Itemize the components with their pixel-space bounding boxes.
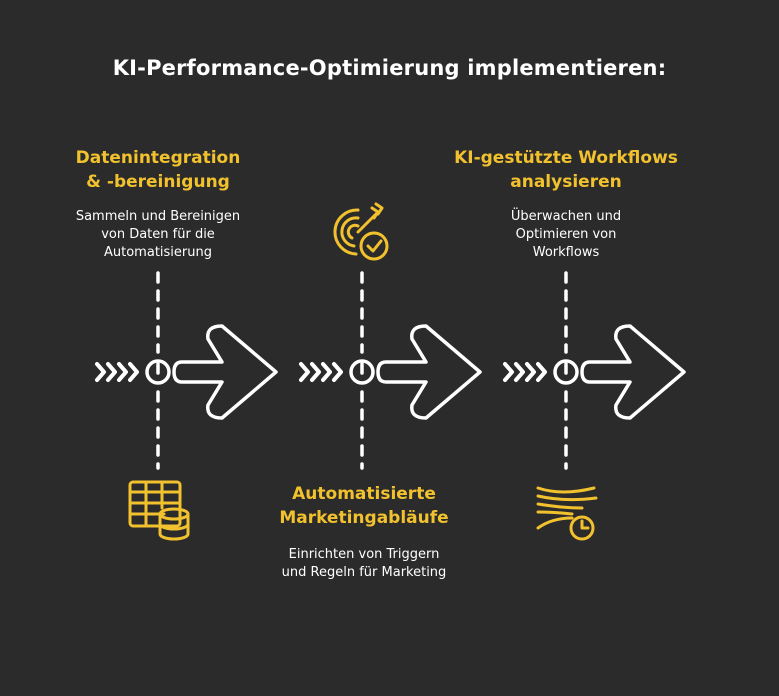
step-1-title-line-2: & -bereinigung bbox=[86, 172, 230, 192]
step-2-title-line-2: Marketingabläufe bbox=[279, 508, 449, 528]
flow-clock-icon bbox=[536, 486, 598, 541]
step-1-chevrons bbox=[95, 362, 139, 382]
target-check-icon bbox=[333, 202, 389, 261]
step-2-desc-line-1: Einrichten von Triggern bbox=[288, 547, 440, 562]
step-3-title-line-2: analysieren bbox=[510, 172, 622, 192]
step-3-node bbox=[553, 359, 579, 385]
step-1-title: Datenintegration & -bereinigung bbox=[42, 146, 274, 194]
step-1-description: Sammeln und Bereinigen von Daten für die… bbox=[42, 208, 274, 262]
step-2-arrow bbox=[376, 324, 482, 420]
step-2-description: Einrichten von Triggern und Regeln für M… bbox=[246, 546, 482, 582]
step-3-description: Überwachen und Optimieren von Workflows bbox=[424, 208, 708, 262]
step-3-title: KI-gestützte Workflows analysieren bbox=[424, 146, 708, 194]
step-2-chevrons bbox=[299, 362, 343, 382]
step-1-node bbox=[145, 359, 171, 385]
step-3-chevrons bbox=[503, 362, 547, 382]
step-1-desc-line-2: von Daten für die bbox=[101, 227, 215, 242]
step-1-desc-line-3: Automatisierung bbox=[104, 245, 212, 260]
step-3-desc-line-2: Optimieren von bbox=[515, 227, 617, 242]
step-2-title-line-1: Automatisierte bbox=[292, 484, 436, 504]
step-1-arrow bbox=[172, 324, 278, 420]
step-1-desc-line-1: Sammeln und Bereinigen bbox=[75, 209, 241, 224]
step-3-title-line-1: KI-gestützte Workflows bbox=[454, 148, 678, 168]
step-2-title: Automatisierte Marketingabläufe bbox=[246, 482, 482, 530]
step-3-desc-line-1: Überwachen und bbox=[510, 209, 622, 224]
step-1-title-line-1: Datenintegration bbox=[75, 148, 241, 168]
step-2-node bbox=[349, 359, 375, 385]
page-title: KI-Performance-Optimierung implementiere… bbox=[112, 56, 667, 80]
step-2-desc-line-2: und Regeln für Marketing bbox=[281, 565, 447, 580]
step-3-desc-line-3: Workflows bbox=[532, 245, 600, 260]
database-table-icon bbox=[128, 480, 190, 541]
step-3-arrow bbox=[580, 324, 686, 420]
